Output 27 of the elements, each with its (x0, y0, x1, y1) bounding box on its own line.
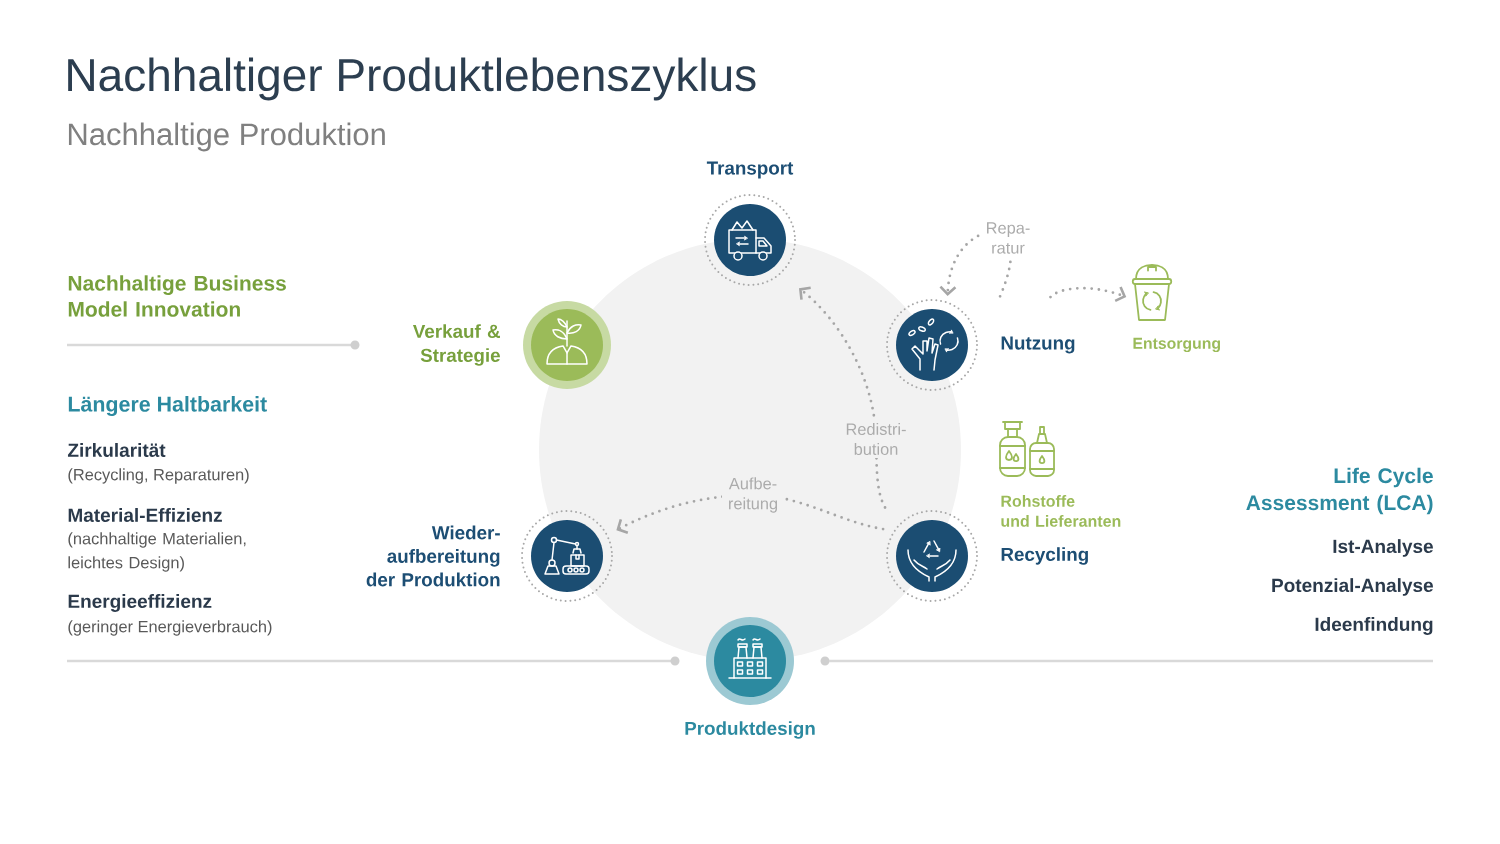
arrow (1049, 286, 1127, 303)
edge-label: Aufbe- reitung (722, 474, 784, 516)
step-label: Produktdesign (685, 721, 815, 739)
arrow (798, 286, 887, 509)
edge-label: Repa- ratur (980, 219, 1036, 257)
item-note: (nachhaltige Materialien, leichtes Design) (68, 532, 246, 572)
item-note: (geringer Energieverbrauch) (68, 620, 272, 636)
item-title: Energieeffizienz (68, 594, 212, 612)
step-label: Entsorgung (1133, 337, 1220, 353)
subtitle: Nachhaltige Produktion (68, 122, 385, 152)
item-title: Zirkularität (67, 443, 166, 457)
step-label: Recycling (1001, 547, 1088, 565)
step-label: Wieder- aufbereitung der Produktion (366, 525, 500, 587)
list-item: Potenzial-Analyse (1272, 578, 1433, 596)
list-item: Ideenfindung (1315, 617, 1433, 635)
edge-label: Redistri- bution (840, 419, 912, 458)
step-label: Verkauf & Strategie (412, 324, 500, 366)
item-note: (Recycling, Reparaturen) (68, 468, 249, 484)
step-label: Transport (706, 161, 794, 179)
step-label: Nutzung (1001, 336, 1075, 354)
section-heading: Längere Haltbarkeit (68, 396, 267, 417)
icon-caption: Rohstoffe und Lieferanten (1001, 495, 1121, 527)
title: Nachhaltiger Produktlebenszyklus (68, 57, 756, 101)
item-title: Material-Effizienz (68, 508, 222, 522)
section-heading: Nachhaltige Business Model Innovation (68, 275, 286, 317)
section-heading: Life Cycle Assessment (LCA) (1246, 467, 1433, 515)
list-item: Ist-Analyse (1333, 539, 1433, 557)
